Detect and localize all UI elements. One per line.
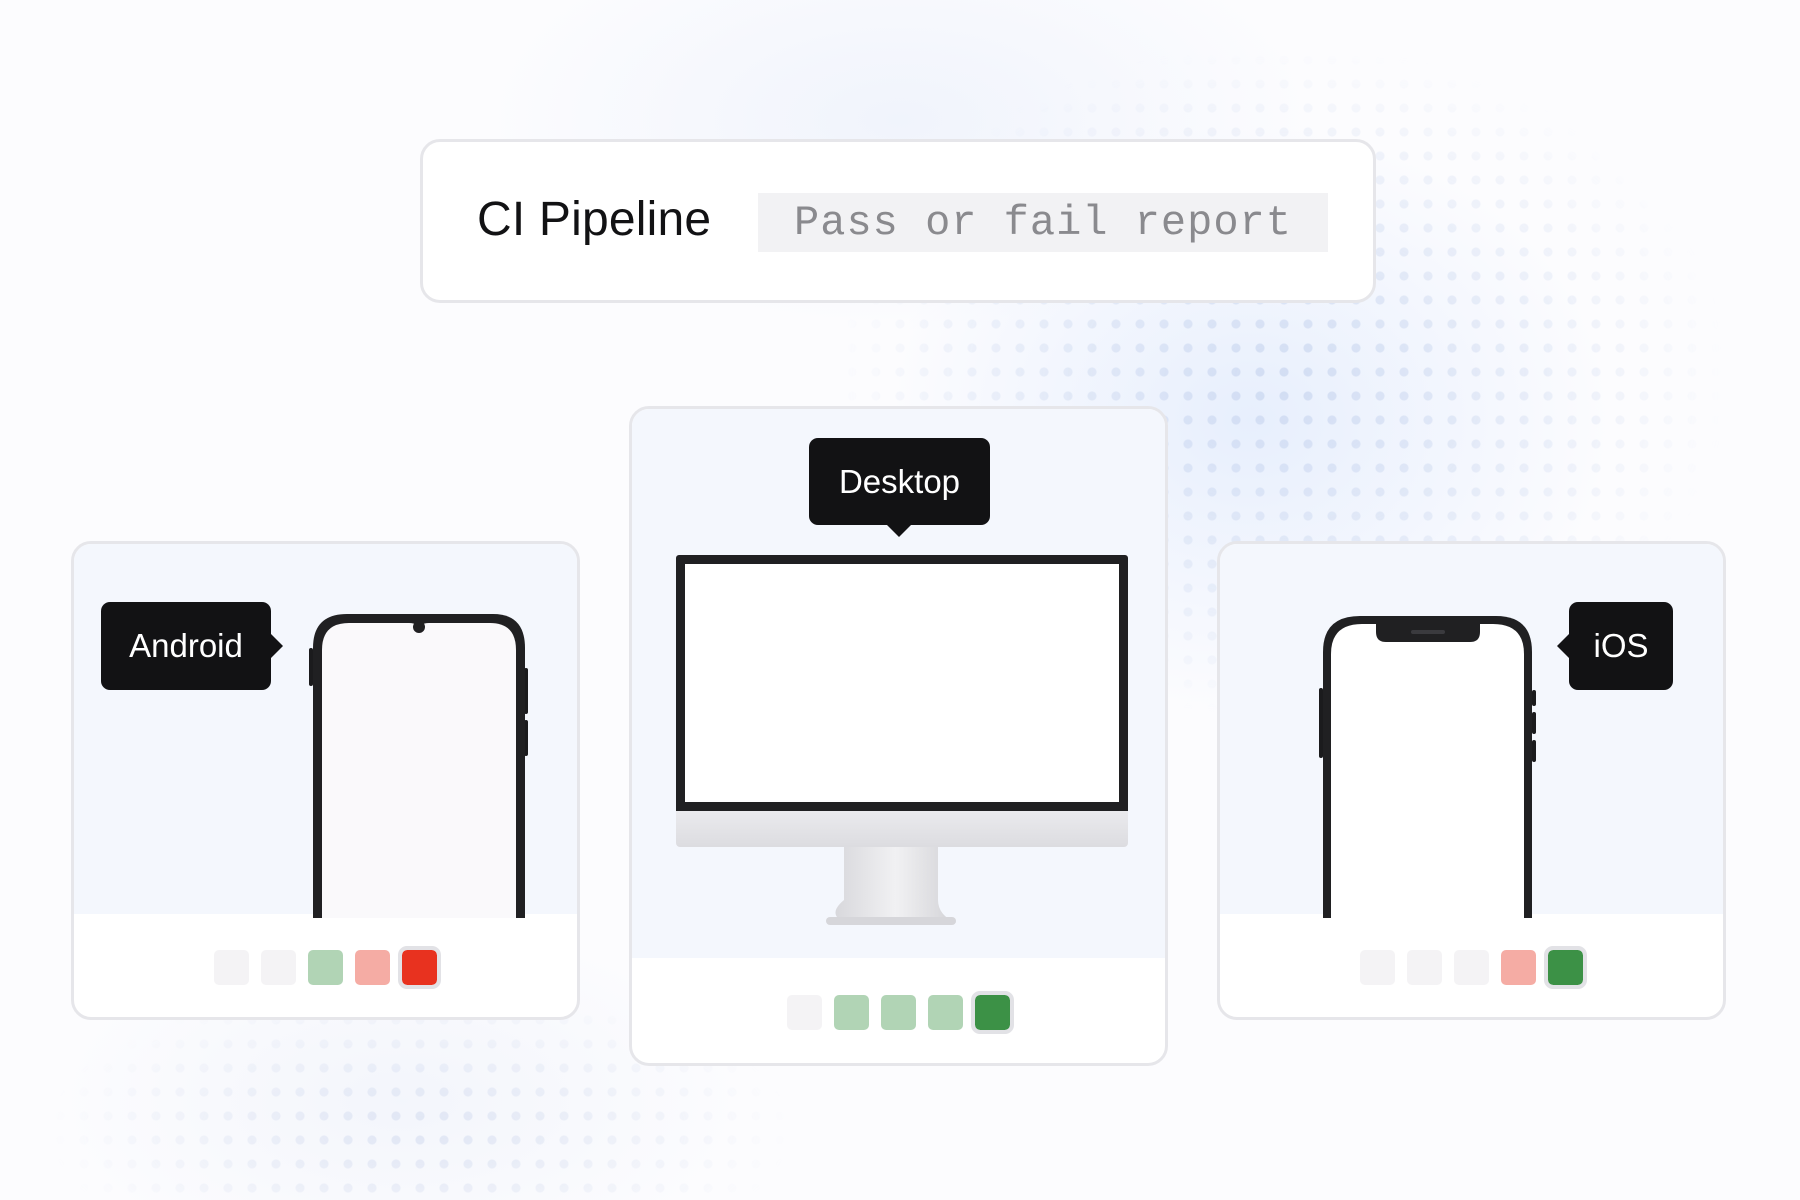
desktop-monitor-icon xyxy=(676,555,1128,925)
result-square-pending xyxy=(1407,950,1442,985)
desktop-stage: Desktop xyxy=(632,409,1165,958)
header-card: CI Pipeline Pass or fail report xyxy=(420,139,1376,303)
android-card[interactable]: Android xyxy=(71,541,580,1020)
android-label-tooltip: Android xyxy=(101,602,283,690)
android-stage: Android xyxy=(74,544,577,918)
result-square-fail xyxy=(398,946,441,989)
page-subtitle-tag: Pass or fail report xyxy=(758,193,1328,252)
result-square-fail-light xyxy=(355,950,390,985)
result-square-pass-light xyxy=(308,950,343,985)
ios-label-tooltip: iOS xyxy=(1557,602,1673,690)
page-title: CI Pipeline xyxy=(477,193,712,246)
result-square-pass-light xyxy=(928,995,963,1030)
ios-card[interactable]: iOS xyxy=(1217,541,1726,1020)
desktop-label-tooltip: Desktop xyxy=(809,438,990,537)
result-square-pending xyxy=(787,995,822,1030)
result-square-pass xyxy=(971,991,1014,1034)
ios-stage: iOS xyxy=(1220,544,1723,918)
result-square-pending xyxy=(214,950,249,985)
result-square-pending xyxy=(261,950,296,985)
desktop-results xyxy=(632,991,1165,1034)
ios-phone-icon xyxy=(1319,616,1536,918)
result-square-pending xyxy=(1454,950,1489,985)
ios-results xyxy=(1220,946,1723,989)
result-square-fail-light xyxy=(1501,950,1536,985)
desktop-card[interactable]: Desktop xyxy=(629,406,1168,1066)
result-square-pass-light xyxy=(834,995,869,1030)
android-results xyxy=(74,946,577,989)
result-square-pass-light xyxy=(881,995,916,1030)
result-square-pass xyxy=(1544,946,1587,989)
android-phone-icon xyxy=(309,614,528,918)
result-square-pending xyxy=(1360,950,1395,985)
